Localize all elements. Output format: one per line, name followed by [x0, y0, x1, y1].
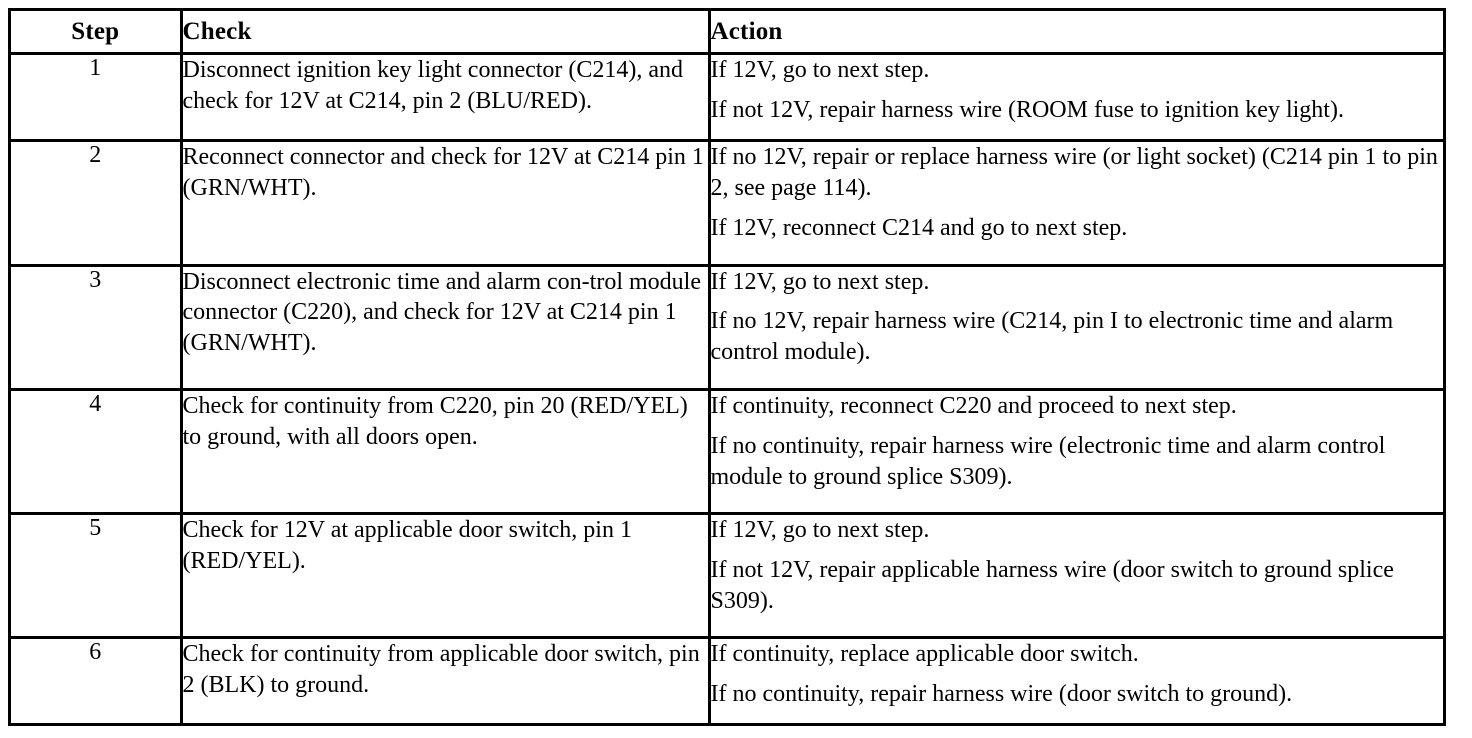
action-cell: If continuity, reconnect C220 and procee… [709, 389, 1443, 515]
check-cell: Reconnect connector and check for 12V at… [181, 140, 711, 267]
column-header-step: Step [11, 11, 183, 55]
check-cell: Check for continuity from C220, pin 20 (… [181, 389, 711, 515]
action-paragraph: If no 12V, repair or replace harness wir… [710, 144, 1438, 202]
action-paragraph: If no 12V, repair harness wire (C214, pi… [710, 308, 1394, 366]
action-paragraph: If no continuity, repair harness wire (e… [710, 432, 1386, 490]
step-number-cell: 4 [11, 389, 183, 515]
step-number-cell: 1 [11, 53, 183, 143]
action-paragraph: If no continuity, repair harness wire (d… [710, 680, 1293, 707]
step-number-cell: 6 [11, 637, 183, 723]
check-paragraph: Reconnect connector and check for 12V at… [182, 144, 704, 202]
action-paragraph: If continuity, replace applicable door s… [710, 640, 1139, 667]
action-paragraph: If continuity, reconnect C220 and procee… [710, 392, 1237, 419]
action-cell: If no 12V, repair or replace harness wir… [709, 140, 1443, 267]
action-cell: If 12V, go to next step. If not 12V, repa… [709, 513, 1443, 639]
action-paragraph: If not 12V, repair harness wire (ROOM fu… [710, 96, 1344, 123]
check-paragraph: Check for continuity from applicable doo… [182, 640, 700, 698]
check-cell: Disconnect ignition key light connector … [181, 53, 711, 143]
action-paragraph: If 12V, reconnect C214 and go to next st… [710, 215, 1128, 242]
table-header: Step Check Action [11, 11, 1443, 55]
check-cell: Check for 12V at applicable door switch,… [181, 513, 711, 639]
step-number-cell: 3 [11, 265, 183, 391]
step-number-cell: 5 [11, 513, 183, 639]
check-paragraph: Check for continuity from C220, pin 20 (… [182, 392, 688, 450]
action-paragraph: If 12V, go to next step. [710, 268, 930, 295]
column-header-check: Check [181, 11, 711, 55]
check-paragraph: Disconnect ignition key light connector … [182, 57, 684, 114]
column-header-action: Action [709, 11, 1443, 55]
check-paragraph: Disconnect electronic time and alarm con… [182, 268, 701, 357]
check-paragraph: Check for 12V at applicable door switch,… [182, 516, 632, 574]
check-cell: Disconnect electronic time and alarm con… [181, 265, 711, 391]
action-paragraph: If 12V, go to next step. [710, 516, 930, 543]
action-cell: If 12V, go to next step. If no 12V, repai… [709, 265, 1443, 391]
header-row: Step Check Action [11, 11, 1443, 55]
step-number-cell: 2 [11, 140, 183, 267]
action-paragraph: If 12V, go to next step. [710, 57, 930, 83]
action-cell: If continuity, replace applicable door s… [709, 637, 1443, 723]
action-paragraph: If not 12V, repair applicable harness wi… [710, 556, 1394, 614]
action-cell: If 12V, go to next step. If not 12V, repa… [709, 53, 1443, 143]
check-cell: Check for continuity from applicable doo… [181, 637, 711, 723]
